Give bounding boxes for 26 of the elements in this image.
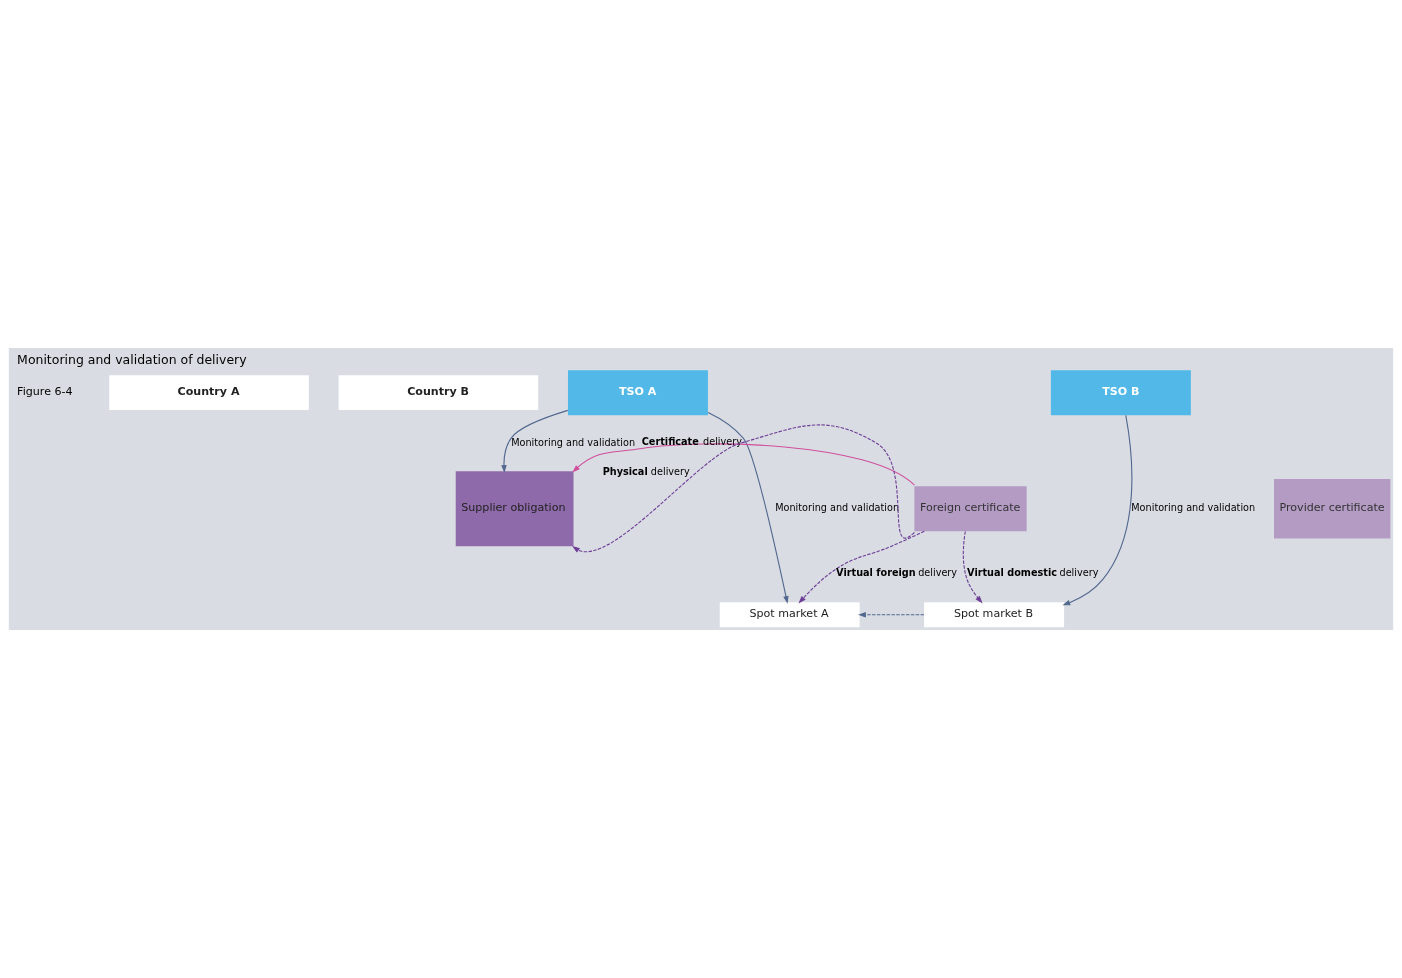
node-box: Supplier obligation (455, 471, 574, 547)
node-box: Country B (338, 375, 539, 410)
arrow (798, 530, 925, 604)
arrow (501, 409, 569, 473)
arrow (858, 612, 925, 618)
node-box: Foreign certificate (914, 486, 1027, 532)
edge-label: Certificate delivery (641, 436, 742, 448)
label: Figure 6-4 (17, 385, 73, 399)
arrow (962, 530, 983, 604)
arrow (572, 443, 915, 486)
node-box: Country A (109, 375, 309, 410)
diagram-title: Monitoring and validation of delivery (17, 351, 247, 367)
edge-label: Virtual foreign delivery (836, 567, 958, 579)
node-box: Spot market B (924, 602, 1065, 628)
edge-label: Monitoring and validation (775, 502, 900, 514)
arrow (1062, 414, 1133, 606)
arrow (572, 424, 915, 553)
arrow (707, 412, 789, 604)
node-box: TSO B (1050, 370, 1191, 416)
edge-label: Virtual domestic delivery (967, 567, 1099, 579)
edge-label: Physical delivery (602, 465, 690, 477)
node-box: TSO A (567, 370, 708, 416)
edge-label: Monitoring and validation (511, 436, 636, 448)
node-box: Provider certificate (1274, 478, 1391, 539)
edge-label: Monitoring and validation (1131, 502, 1256, 514)
node-box: Spot market A (719, 602, 860, 628)
